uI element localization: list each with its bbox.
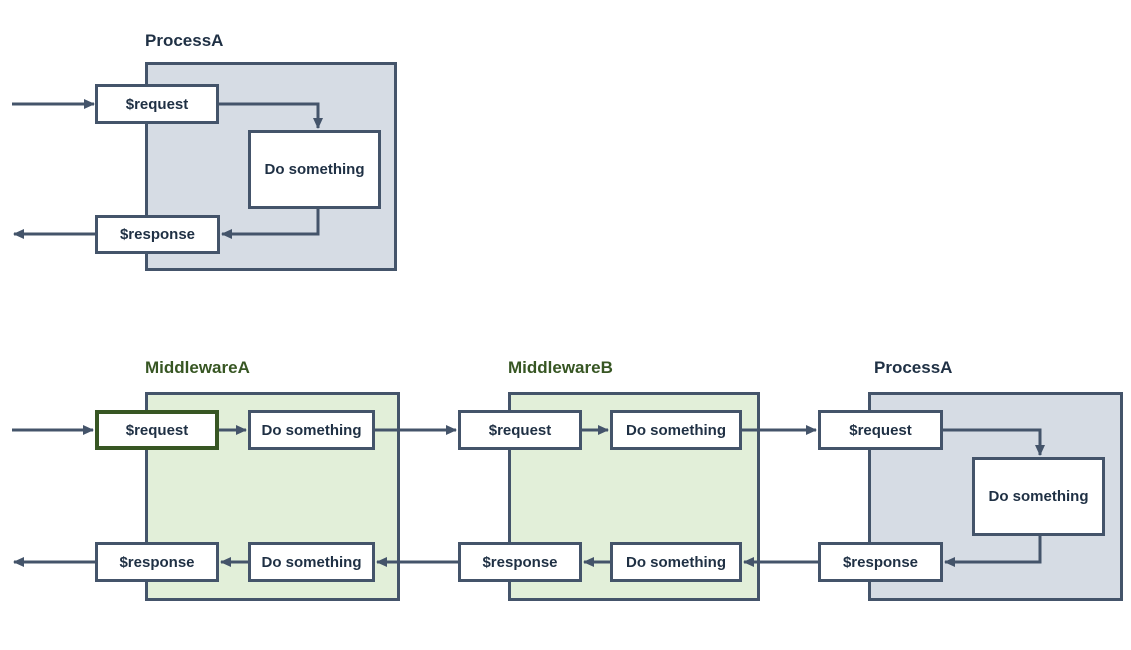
middleware-b-response-node: $response xyxy=(458,542,582,582)
middleware-a-request-node: $request xyxy=(95,410,219,450)
bottom-process-response-node: $response xyxy=(818,542,943,582)
middleware-a-do-request-node: Do something xyxy=(248,410,375,450)
middleware-a-do-response-node: Do something xyxy=(248,542,375,582)
bottom-process-title: ProcessA xyxy=(874,358,953,377)
middleware-a-response-node: $response xyxy=(95,542,219,582)
middleware-b-title: MiddlewareB xyxy=(508,358,613,377)
middleware-a-title: MiddlewareA xyxy=(145,358,250,377)
top-request-node: $request xyxy=(95,84,219,124)
top-process-title: ProcessA xyxy=(145,31,224,50)
top-do-something-node: Do something xyxy=(248,130,381,209)
middleware-b-request-node: $request xyxy=(458,410,582,450)
middleware-b-do-request-node: Do something xyxy=(610,410,742,450)
bottom-process-do-something-node: Do something xyxy=(972,457,1105,536)
middleware-b-do-response-node: Do something xyxy=(610,542,742,582)
top-response-node: $response xyxy=(95,215,220,254)
bottom-process-request-node: $request xyxy=(818,410,943,450)
